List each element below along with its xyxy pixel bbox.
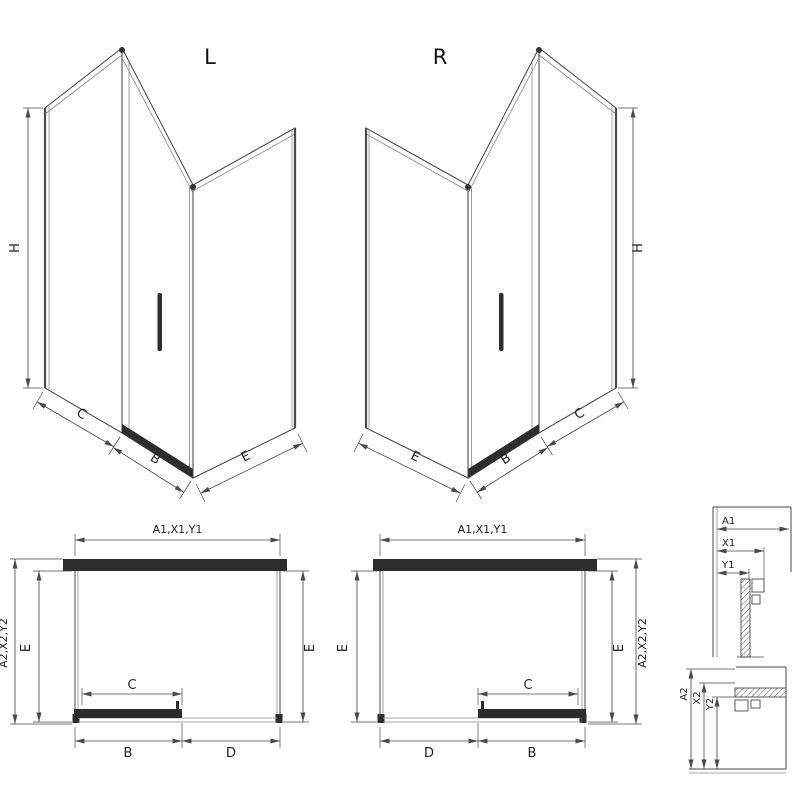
detail-width-x1-label: X1 <box>722 538 735 549</box>
plan-right-side-right-label: E <box>612 644 627 652</box>
plan-left-door-label: B <box>124 746 133 761</box>
dim-e-left-side: E <box>336 570 377 723</box>
corner-connector <box>536 47 542 53</box>
detail-depth-y2-label: Y2 <box>705 698 716 711</box>
detail-depth-x2-label: X2 <box>692 691 703 704</box>
profile-detail <box>750 699 761 709</box>
dim-b-d-left-plan: B D <box>74 723 281 761</box>
door-handle-left-view <box>157 293 162 351</box>
dim-h-left: H <box>8 107 43 389</box>
dim-e-right-side: E <box>283 570 318 723</box>
side-panel-left-view <box>192 127 296 479</box>
corner-connector <box>190 184 196 190</box>
variant-label-right: R <box>433 45 448 69</box>
variant-label-left: L <box>204 45 216 69</box>
dim-c-left-plan: C <box>81 678 183 705</box>
dim-a2-left-plan: A2,X2,Y2 <box>0 558 72 725</box>
door-panel-left-view <box>121 47 194 479</box>
wall-profile-section <box>734 687 787 698</box>
dim-d-b-right-plan: D B <box>379 723 586 761</box>
profile-detail <box>751 578 765 593</box>
door-handle-right-view <box>499 293 504 351</box>
dim-label-b-right: B <box>498 451 514 468</box>
dim-h-right: H <box>618 107 646 389</box>
panel-end-profile <box>579 714 587 723</box>
dim-label-h-left: H <box>8 243 23 253</box>
plan-right-side-left-label: E <box>336 644 351 652</box>
plan-right-door-label: B <box>528 746 537 761</box>
panel-end-profile <box>275 714 283 723</box>
detail-depth-a2-label: A2 <box>679 687 690 700</box>
corner-connector <box>119 47 125 53</box>
sliding-door-left-plan <box>74 709 182 718</box>
dim-a2-right-plan: A2,X2,Y2 <box>588 558 649 725</box>
door-handle-left-plan <box>176 701 179 709</box>
wall-rail-left-plan <box>63 559 287 571</box>
panel-end-profile <box>377 714 385 723</box>
door-handle-right-plan <box>481 701 484 709</box>
profile-detail <box>751 594 761 605</box>
back-panel-left-view <box>44 46 123 434</box>
dim-e-right-side: E <box>588 570 627 723</box>
plan-left-entry-label: C <box>127 678 136 693</box>
plan-left-fixed-label: D <box>226 746 236 761</box>
plan-left-width-label: A1,X1,Y1 <box>153 523 203 536</box>
detail-width-a1-label: A1 <box>722 516 735 527</box>
detail-view-depth: A2 X2 Y2 <box>679 666 787 774</box>
dim-label-b-left: B <box>147 451 163 468</box>
dim-label-e-left: E <box>239 449 253 466</box>
detail-view-width: A1 X1 Y1 <box>712 506 792 658</box>
plan-left-depth-label: A2,X2,Y2 <box>0 618 10 668</box>
wall-rail-right-plan <box>373 559 597 571</box>
dim-e-left-side: E <box>19 570 72 723</box>
dim-label-e-right: E <box>408 449 422 466</box>
panel-end-profile <box>72 714 80 723</box>
plan-view-right: A1,X1,Y1 C D B E E A2,X2,Y2 <box>336 523 649 761</box>
plan-left-side-right-label: E <box>303 644 318 652</box>
dim-label-c-left: C <box>74 406 89 424</box>
plan-right-entry-label: C <box>523 678 532 693</box>
dim-label-h-right: H <box>631 243 646 253</box>
profile-detail <box>734 699 749 712</box>
dim-label-c-right: C <box>572 406 587 424</box>
corner-connector <box>465 184 471 190</box>
wall-profile-section <box>740 578 751 658</box>
side-panel-right-view <box>365 127 469 479</box>
plan-right-fixed-label: D <box>424 746 434 761</box>
detail-width-y1-label: Y1 <box>721 560 734 571</box>
iso-view-left: L H C B E <box>8 45 308 503</box>
sliding-door-right-plan <box>478 709 586 718</box>
plan-left-side-left-label: E <box>19 644 34 652</box>
dim-c-right-plan: C <box>477 678 579 705</box>
plan-right-depth-label: A2,X2,Y2 <box>636 618 649 668</box>
dim-a1-left-plan: A1,X1,Y1 <box>74 523 281 556</box>
iso-view-right: R H C B E <box>353 45 646 503</box>
door-panel-right-view <box>467 47 540 479</box>
dim-a1-right-plan: A1,X1,Y1 <box>379 523 586 556</box>
plan-right-width-label: A1,X1,Y1 <box>458 523 508 536</box>
plan-view-left: A1,X1,Y1 C B D E E A2,X2,Y2 <box>0 523 318 761</box>
back-panel-right-view <box>538 46 617 434</box>
